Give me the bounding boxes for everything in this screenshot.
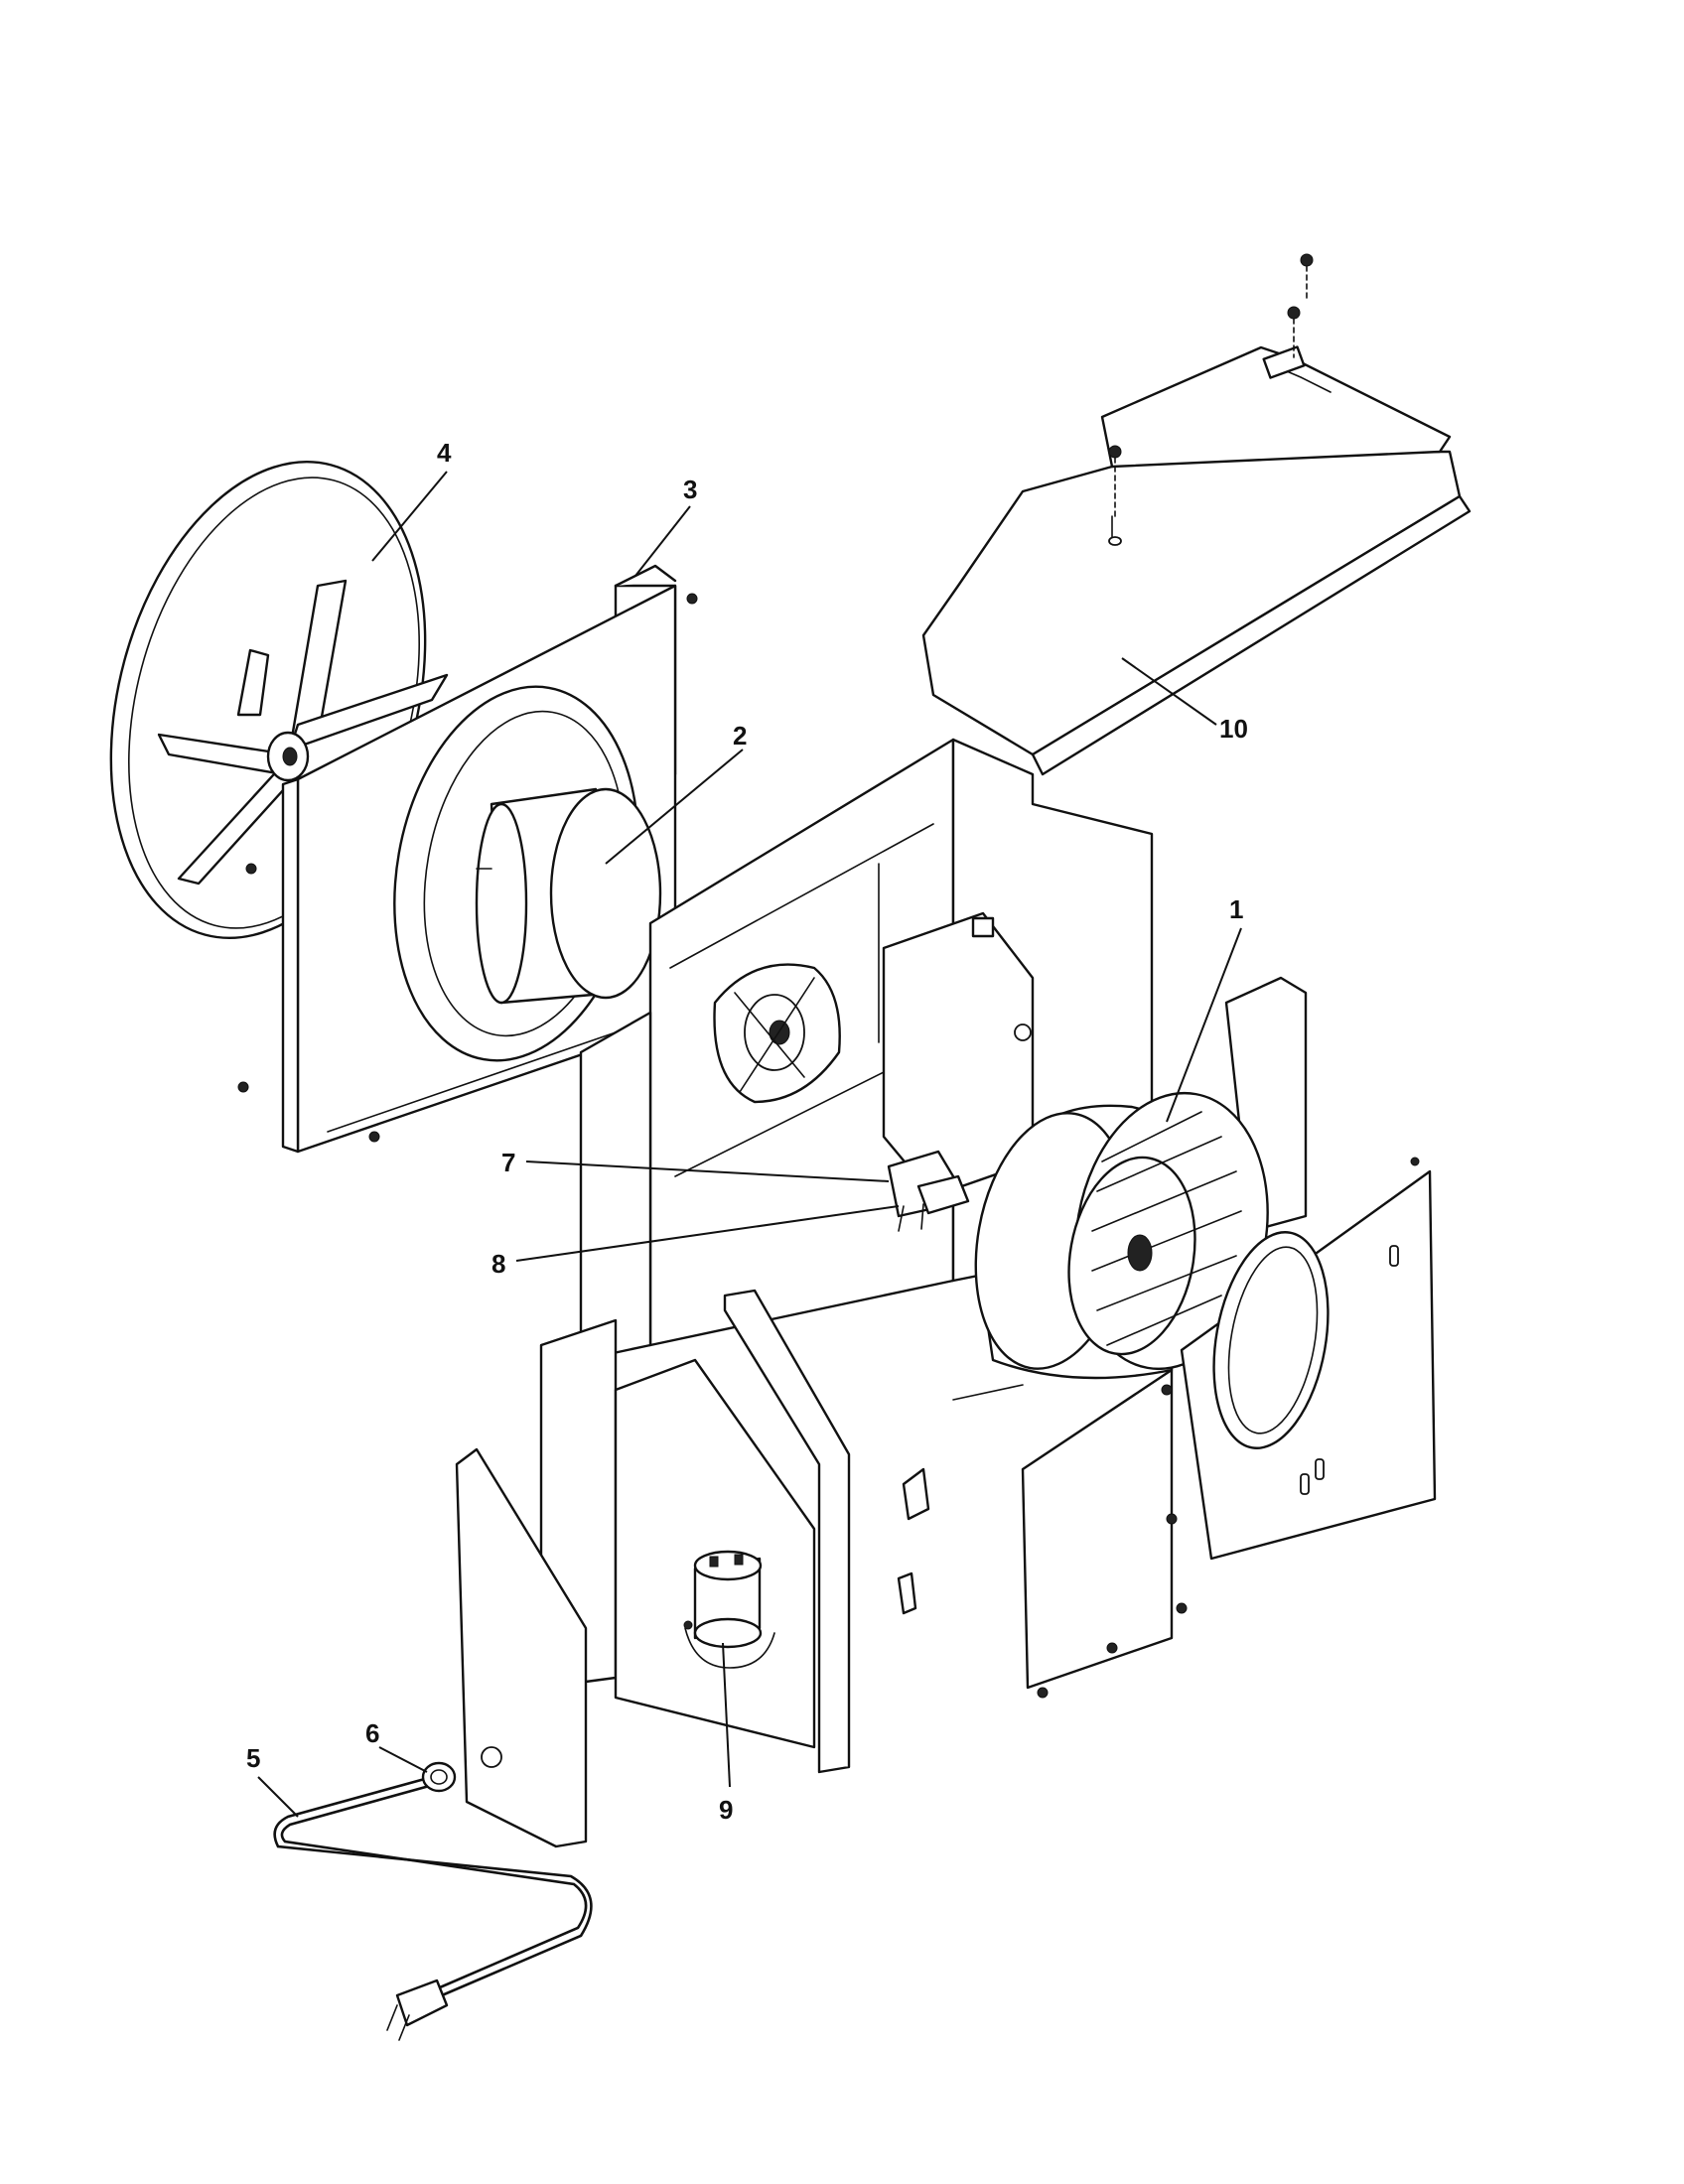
cover-screws (1108, 253, 1314, 517)
power-cord-panel (455, 1447, 588, 1848)
blower-wheel (1067, 1091, 1269, 1371)
evaporator-side-panel (1180, 1157, 1437, 1561)
top-cover-panel (921, 345, 1472, 776)
callout-2: 2 (733, 721, 747, 751)
callout-6: 6 (365, 1718, 379, 1748)
callout-10: 10 (1219, 714, 1248, 744)
callout-3: 3 (683, 475, 697, 504)
power-cord (273, 1775, 593, 2012)
capacitor-strap (683, 1620, 775, 1669)
callout-9: 9 (719, 1795, 733, 1825)
condenser-fan-blade (157, 579, 449, 886)
thermostat (916, 1174, 970, 1215)
fan-motor (475, 787, 662, 1005)
callout-7: 7 (501, 1148, 515, 1177)
strain-relief-bushing (421, 1761, 457, 1793)
leader-lines (257, 471, 1242, 1818)
motor-mount-bracket (713, 963, 841, 1104)
callout-4: 4 (437, 438, 452, 468)
callout-1: 1 (1229, 894, 1243, 924)
power-plug (386, 1979, 449, 2041)
right-vertical-panel (723, 1289, 851, 1774)
capacitor (693, 1550, 763, 1649)
callout-labels: 1 2 3 4 5 6 7 8 9 10 (246, 438, 1248, 1825)
callout-8: 8 (491, 1249, 505, 1279)
callout-5: 5 (246, 1743, 260, 1773)
small-bracket (897, 1384, 1024, 1615)
lower-right-access-panel (1021, 1368, 1188, 1699)
